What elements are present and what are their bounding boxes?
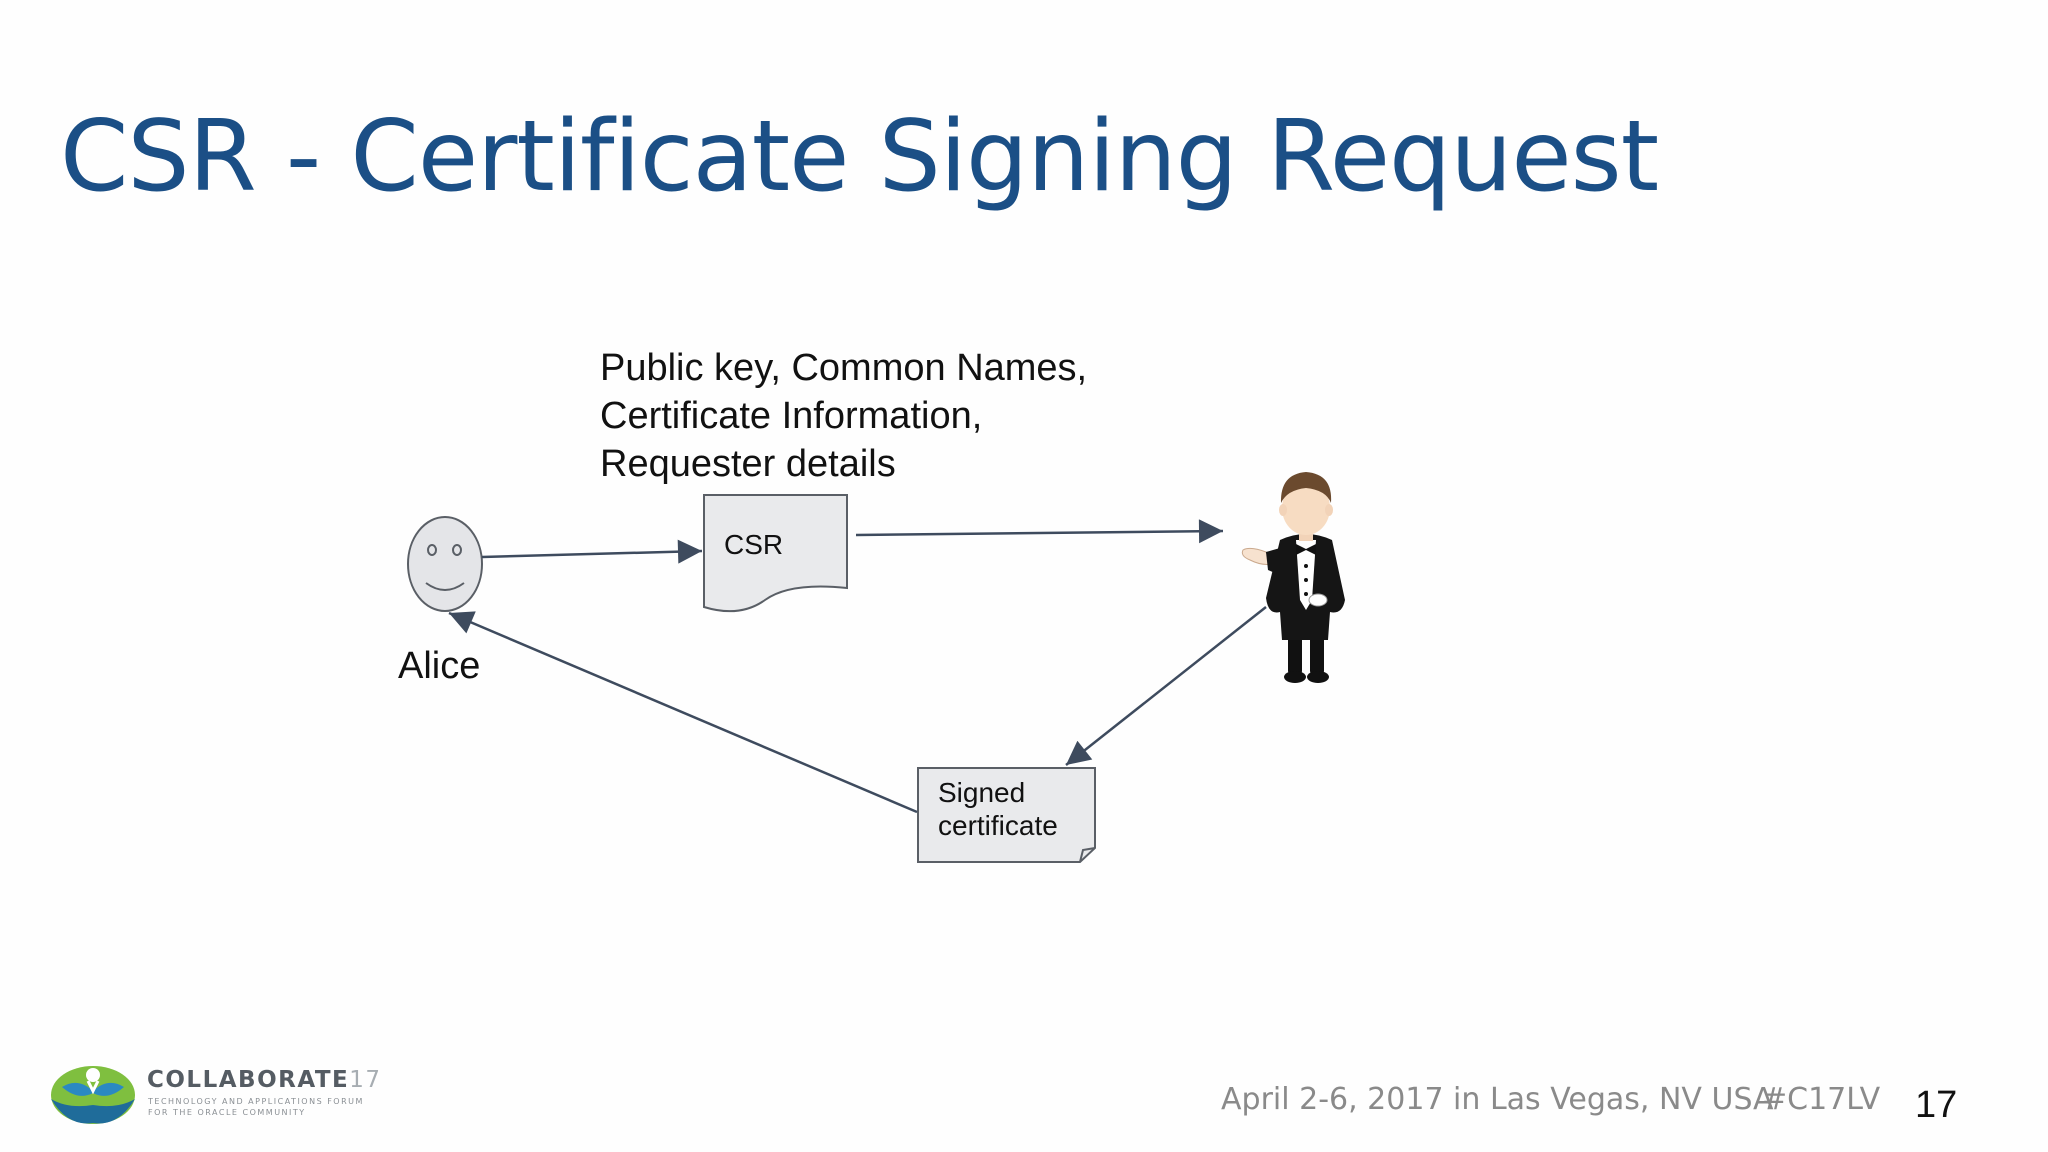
logo-number: 17 [349,1067,382,1093]
slide-title: CSR - Certificate Signing Request [60,100,1659,214]
footer-event: April 2-6, 2017 in Las Vegas, NV USA [1221,1082,1774,1117]
csr-label: CSR [724,529,783,560]
arrow-ca-to-signed-certificate [1065,606,1267,766]
csr-contents-line-1: Public key, Common Names, [600,347,1087,389]
collaborate-logo-text: COLLABORATE17 [147,1067,382,1093]
arrow-alice-to-csr [481,539,703,564]
signed-certificate-line-2: certificate [938,810,1058,841]
logo-tagline-2: FOR THE ORACLE COMMUNITY [148,1108,306,1117]
footer-hashtag: #C17LV [1762,1082,1881,1117]
butler-icon [1241,472,1345,683]
logo-tagline-1: TECHNOLOGY AND APPLICATIONS FORUM [148,1097,364,1106]
alice-label: Alice [398,645,480,687]
alice-face-icon [407,516,483,612]
arrow-csr-to-ca [855,519,1224,544]
page-number: 17 [1915,1084,1958,1126]
logo-name: COLLABORATE [147,1067,350,1093]
signed-certificate-document: Signed certificate [917,767,1096,863]
collaborate-logo-icon [51,1066,135,1124]
csr-contents-line-2: Certificate Information, [600,395,982,437]
signed-certificate-line-1: Signed [938,777,1025,808]
arrow-signed-certificate-to-alice [448,611,918,814]
csr-contents-line-3: Requester details [600,443,896,485]
csr-document: CSR [703,494,848,613]
